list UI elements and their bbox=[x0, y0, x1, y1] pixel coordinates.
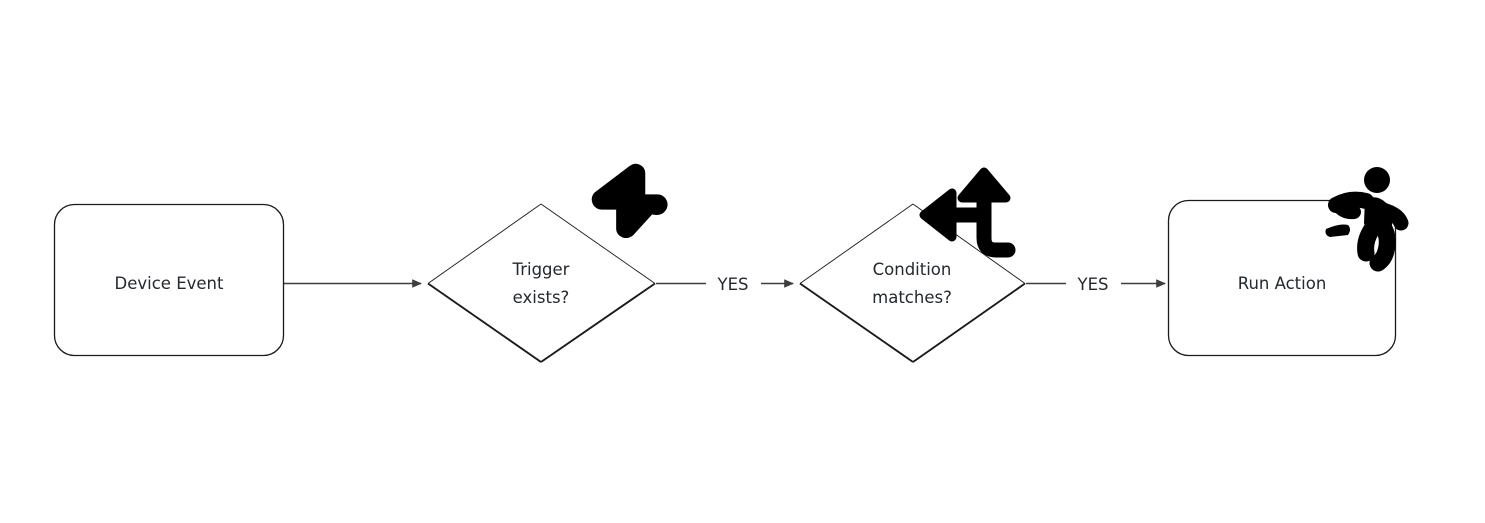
trigger-exists-label-line-1: Trigger bbox=[512, 260, 570, 279]
running-person-icon bbox=[1325, 167, 1409, 272]
node-device-event[interactable]: Device Event bbox=[53, 203, 285, 357]
trigger-diamond-edge-bottom-left bbox=[427, 282, 542, 363]
node-trigger-exists[interactable]: Trigger exists? bbox=[427, 203, 656, 363]
run-action-label: Run Action bbox=[1238, 274, 1327, 293]
run-action-shape[interactable] bbox=[1167, 199, 1397, 357]
branch-arrow-icon bbox=[919, 167, 1016, 258]
edge-trigger-to-condition: YES bbox=[656, 275, 794, 294]
trigger-diamond-edge-top-right bbox=[540, 203, 656, 284]
condition-matches-label-line-2: matches? bbox=[872, 288, 952, 307]
edge-2-label: YES bbox=[717, 275, 749, 294]
condition-diamond-edge-bottom-left bbox=[799, 282, 914, 363]
trigger-exists-label-line-2: exists? bbox=[513, 288, 570, 307]
node-condition-matches[interactable]: Condition matches? bbox=[799, 203, 1026, 363]
condition-diamond-edge-bottom-right bbox=[912, 282, 1026, 363]
condition-matches-label-line-1: Condition bbox=[873, 260, 952, 279]
lightning-bolt-icon bbox=[591, 163, 668, 239]
device-event-label: Device Event bbox=[115, 274, 224, 293]
node-run-action[interactable]: Run Action bbox=[1167, 199, 1397, 357]
edge-condition-to-run-action: YES bbox=[1026, 275, 1166, 294]
trigger-diamond-edge-bottom-right bbox=[540, 282, 656, 363]
condition-diamond-edge-top-left bbox=[799, 203, 914, 284]
trigger-diamond-edge-top-left bbox=[427, 203, 542, 284]
device-event-shape[interactable] bbox=[53, 203, 285, 357]
edge-3-label: YES bbox=[1077, 275, 1109, 294]
